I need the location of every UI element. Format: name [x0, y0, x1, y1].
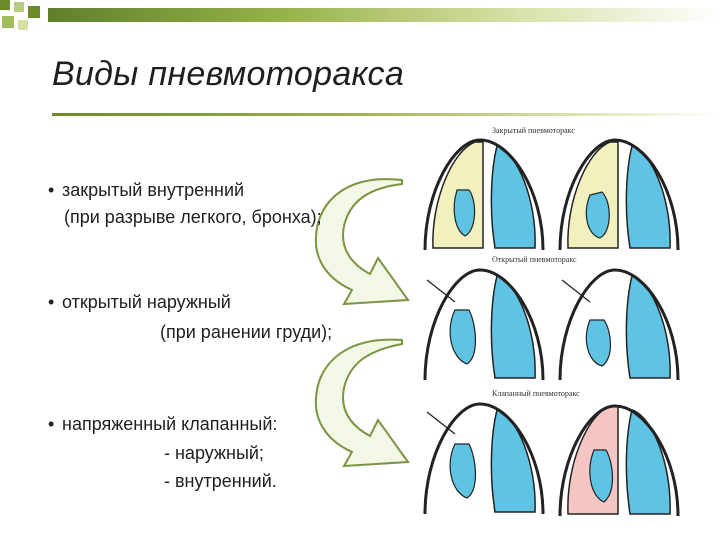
lung-diagram-icon	[558, 268, 680, 381]
figure-caption: Открытый пневмоторакс	[492, 255, 577, 264]
decorative-square-icon	[28, 6, 40, 18]
lung-diagram-icon	[423, 402, 545, 515]
decorative-square-icon	[0, 0, 10, 10]
bullet-text: напряженный клапанный:	[62, 414, 278, 434]
header-gradient-bar	[48, 8, 720, 22]
title-underline	[52, 113, 720, 116]
bullet-text: открытый наружный	[62, 292, 231, 312]
page-title: Виды пневмоторакса	[52, 55, 405, 93]
lung-diagram-icon	[558, 138, 680, 251]
bullet-subtext: - внутренний.	[164, 471, 277, 491]
header-decoration	[0, 0, 720, 40]
lung-diagram-icon	[423, 138, 545, 251]
lung-diagram-icon	[423, 268, 545, 381]
decorative-square-icon	[18, 20, 28, 30]
figure-caption: Закрытый пневмоторакс	[492, 126, 575, 135]
bullet-glyph: •	[48, 292, 55, 312]
figure-caption: Клапанный пневмоторакс	[492, 389, 580, 398]
curved-arrow-icon	[314, 178, 410, 306]
bullet-glyph: •	[48, 414, 55, 434]
bullet-text: закрытый внутренний	[62, 180, 245, 200]
bullet-subtext: (при разрыве легкого, бронха);	[64, 207, 322, 227]
decorative-square-icon	[2, 16, 14, 28]
bullet-glyph: •	[48, 180, 55, 200]
lung-diagram-icon	[558, 404, 680, 517]
decorative-square-icon	[14, 2, 24, 12]
curved-arrow-icon	[314, 338, 410, 468]
bullet-subtext: - наружный;	[164, 443, 264, 463]
bullet-subtext: (при ранении груди);	[160, 322, 333, 342]
